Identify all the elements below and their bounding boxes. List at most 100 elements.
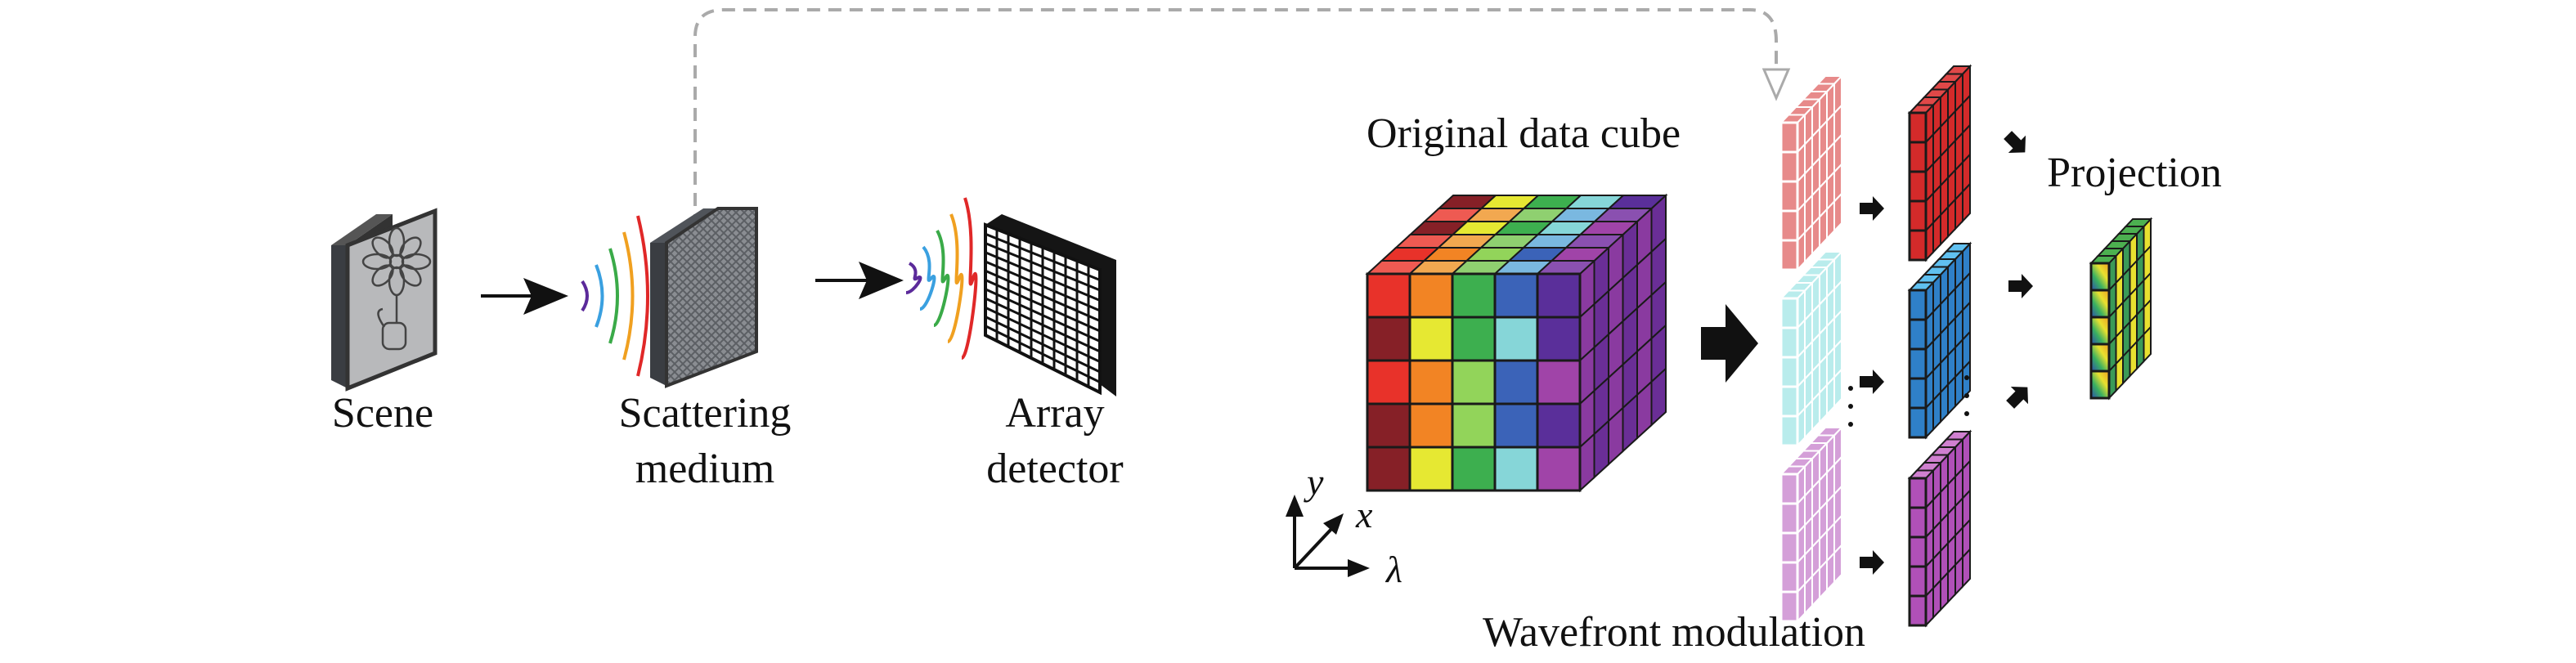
cube-side-cell — [1833, 191, 1842, 234]
cube-side-cell — [2129, 339, 2138, 379]
cube-side-cell — [1833, 367, 1842, 410]
detector-grid-line — [985, 251, 1101, 302]
scene-panel — [331, 208, 438, 392]
arrow-blue-to-projection — [2008, 274, 2033, 298]
wave-arc — [636, 215, 649, 377]
wavefront-modulation-label: Wavefront modulation — [1483, 609, 1865, 656]
cube-front-cell — [1908, 406, 1928, 439]
cube-front-cell — [1779, 414, 1799, 447]
wavefront-modulation-slices — [1779, 64, 2033, 628]
cube-front-cell — [1908, 199, 1928, 232]
cube-front-cell — [1536, 316, 1582, 362]
cube-side-cell — [2136, 332, 2145, 371]
cube-front-cell — [1493, 359, 1539, 405]
detector-grid-line — [985, 297, 1101, 353]
detector-grid-line — [985, 269, 1101, 322]
detector-grid-line — [985, 325, 1101, 383]
cube-front-cell — [1451, 272, 1497, 319]
cube-side-cell — [1811, 214, 1820, 257]
cube-side-cell — [1932, 213, 1941, 255]
cube-front-cell — [1408, 272, 1454, 319]
cube-front-cell — [1779, 209, 1799, 242]
cube-side-cell — [2122, 347, 2131, 386]
cube-front-cell — [1536, 446, 1582, 492]
cube-front-cell — [1779, 356, 1799, 388]
cube-front-cell — [1366, 272, 1411, 319]
cube-side-cell — [1947, 374, 1956, 417]
detector-grid-line — [985, 316, 1101, 374]
cube-front-cell — [1908, 289, 1928, 321]
cube-front-cell — [1408, 402, 1454, 449]
cube-side-cell — [1819, 207, 1828, 249]
cube-front-cell — [1908, 535, 1928, 568]
detector-grid-line — [985, 279, 1101, 333]
cube-side-cell — [1804, 222, 1813, 265]
flower-drawing-icon — [361, 226, 432, 351]
cube-front-cell — [1493, 272, 1539, 319]
feedback-arrowhead-end — [1761, 68, 1791, 101]
axis-lambda-label: λ — [1384, 549, 1402, 590]
cube-front-cell — [1408, 446, 1454, 492]
cube-side-cell — [2143, 325, 2152, 364]
arrow-scene-to-medium — [481, 278, 568, 315]
cube-front-cell — [1779, 590, 1799, 623]
cube-side-cell — [1804, 574, 1813, 616]
wave-arc — [622, 231, 635, 361]
cube-side-cell — [1804, 398, 1813, 441]
cube-front-cell — [1779, 531, 1799, 564]
cube-front-cell — [1536, 272, 1582, 319]
detector-grid-line — [985, 232, 1101, 281]
cube-front-cell — [1908, 377, 1928, 410]
cube-front-cell — [1779, 473, 1799, 505]
cube-front-cell — [1366, 402, 1411, 449]
original-data-cube — [1365, 193, 1668, 493]
scattering-label-line1: Scattering — [619, 390, 792, 437]
cube-front-cell — [1408, 316, 1454, 362]
wave-arc — [960, 197, 978, 360]
axis-x-label: x — [1355, 494, 1373, 535]
cube-front-cell — [1908, 477, 1928, 509]
cube-front-cell — [1536, 402, 1582, 449]
cube-front-cell — [1366, 316, 1411, 362]
cube-front-cell — [1908, 141, 1928, 173]
cube-front-cell — [1779, 239, 1799, 271]
cube-side-cell — [1826, 199, 1835, 241]
cube-side-cell — [1826, 374, 1835, 417]
arrow-icon — [1860, 550, 1884, 575]
original-cube-label: Original data cube — [1367, 110, 1681, 157]
wave-arc — [595, 264, 604, 328]
cube-front-cell — [1908, 229, 1928, 262]
cube-front-cell — [1493, 402, 1539, 449]
cube-front-cell — [1536, 359, 1582, 405]
cube-front-cell — [1366, 446, 1411, 492]
projection-label: Projection — [2047, 150, 2222, 196]
cube-front-cell — [1451, 402, 1497, 449]
wave-arc — [905, 262, 922, 294]
arrow-cube-to-modulation — [1701, 304, 1758, 383]
detector-grid-line — [985, 306, 1101, 363]
array-label-line2: detector — [986, 446, 1123, 492]
wave-arc — [581, 280, 589, 312]
projection-cube — [2089, 217, 2153, 401]
cube-side-cell — [1954, 189, 1963, 231]
arrow-purple-slice — [1860, 550, 1884, 575]
wave-arc — [932, 230, 950, 327]
cube-side-cell — [1819, 558, 1828, 601]
cube-front-cell — [1779, 561, 1799, 594]
arrow-icon — [1860, 196, 1884, 221]
cube-front-cell — [1493, 316, 1539, 362]
arrow-red-slice — [1860, 196, 1884, 221]
cube-side-cell — [1962, 547, 1971, 589]
cube-side-cell — [1811, 566, 1820, 608]
cube-front-cell — [1451, 446, 1497, 492]
cube-front-cell — [1908, 594, 1928, 627]
arrow-icon — [1860, 370, 1884, 394]
cube-side-cell — [1940, 204, 1949, 247]
ellipsis-dots — [1848, 375, 1969, 427]
cube-front-cell — [1908, 170, 1928, 203]
arrow-icon — [2006, 386, 2029, 409]
scene-label: Scene — [332, 390, 433, 437]
cube-side-cell — [2115, 354, 2124, 393]
cube-front-cell — [1779, 326, 1799, 359]
